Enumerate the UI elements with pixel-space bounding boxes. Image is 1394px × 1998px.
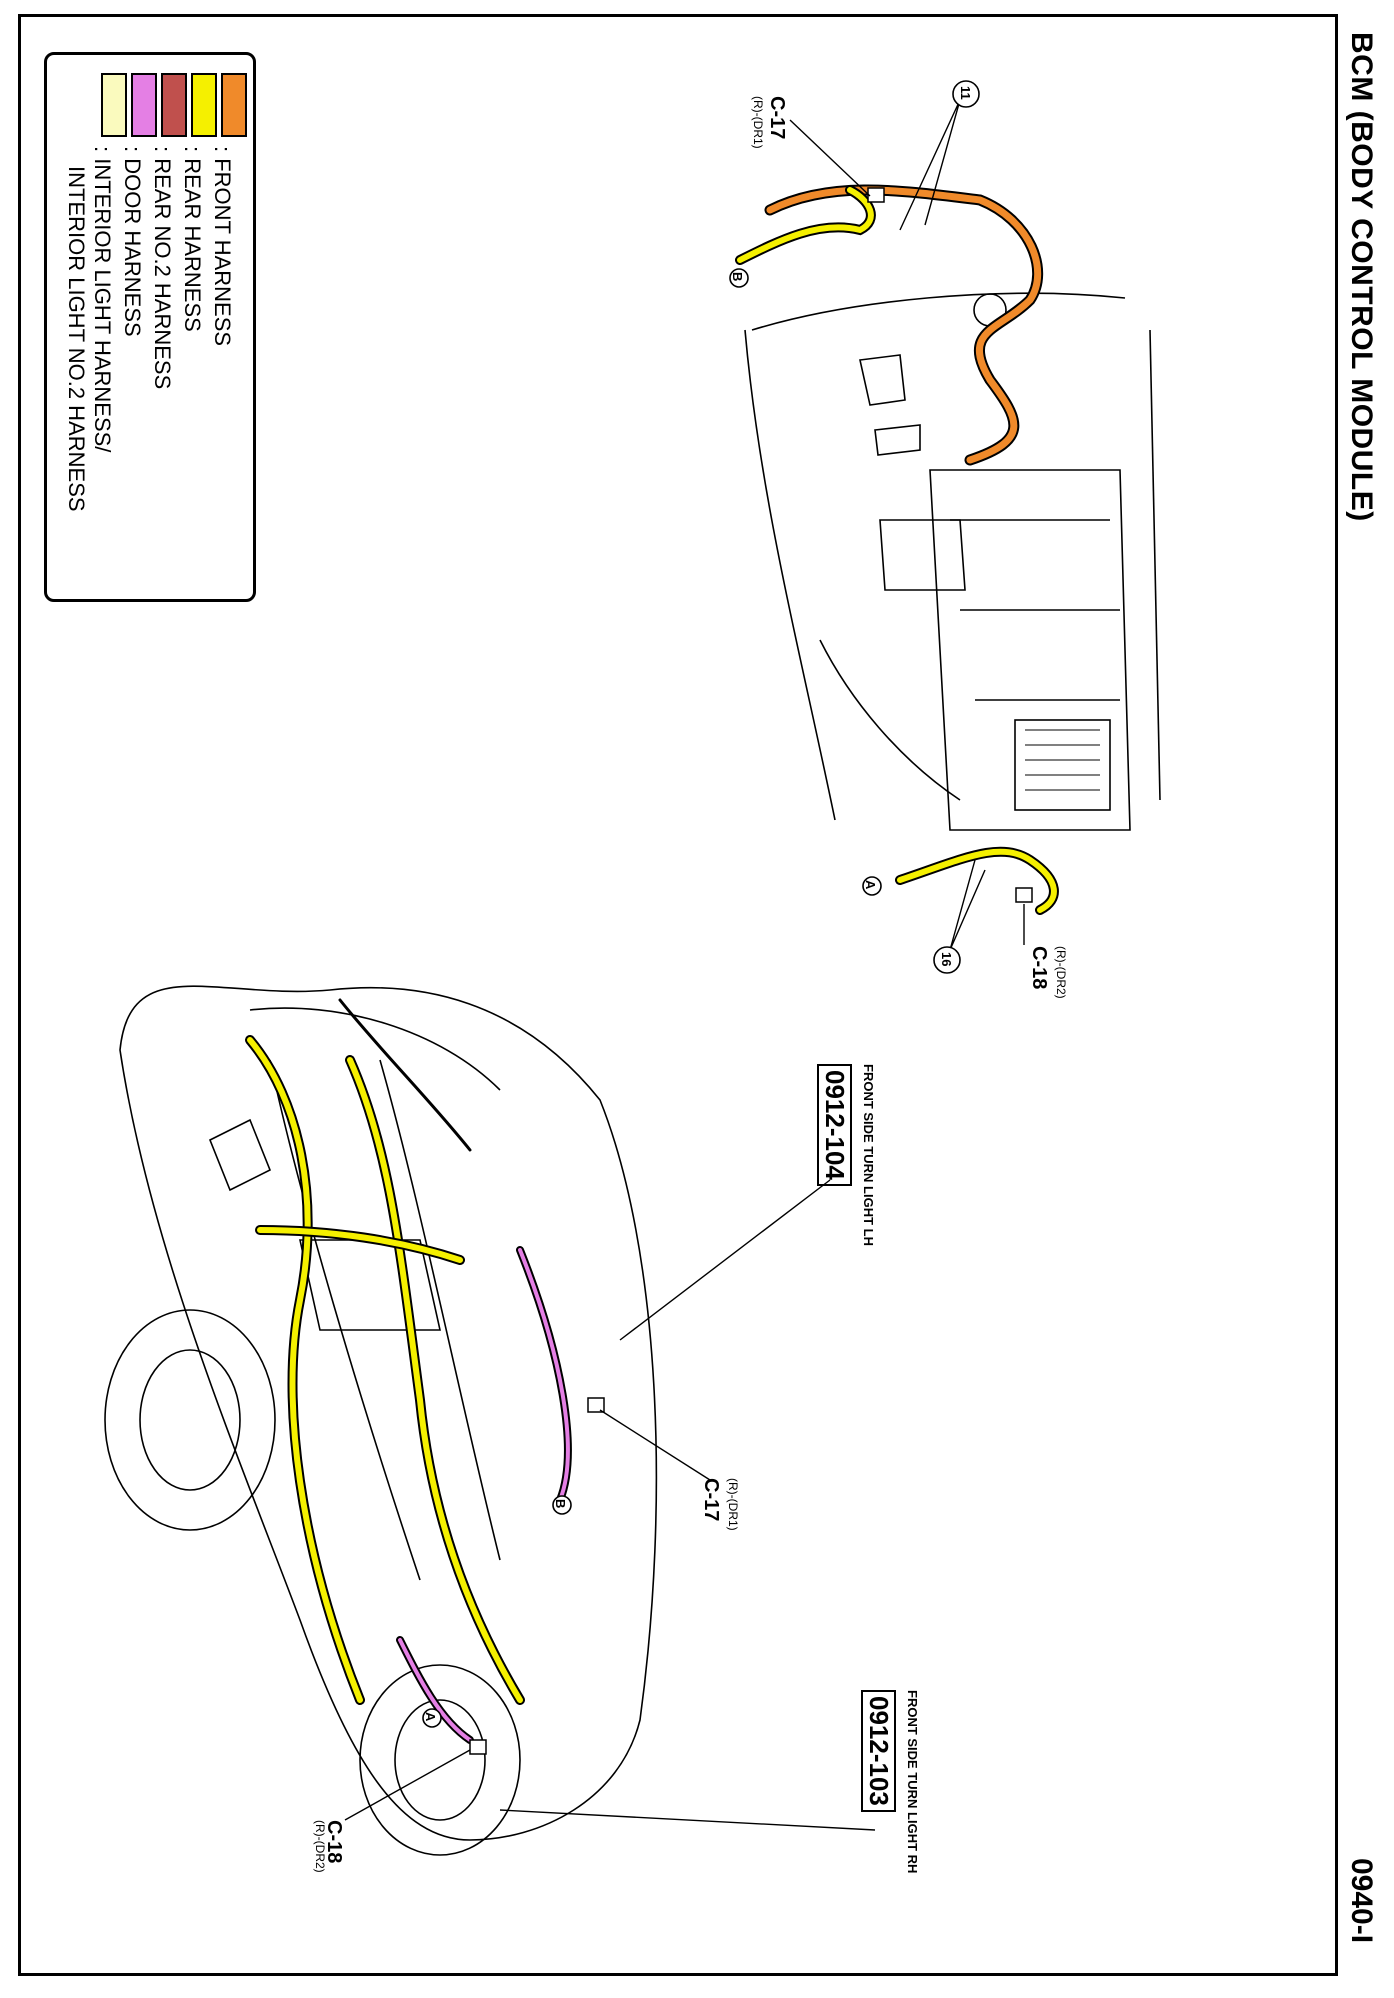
ref-lh-code[interactable]: 0912-104 — [817, 1064, 852, 1186]
dash-center-console — [929, 469, 1131, 831]
dash-vent-grille — [1014, 719, 1111, 811]
ref-16-label: 16 — [939, 952, 954, 967]
callout-c18-top: C-18 — [1028, 946, 1050, 990]
leader-lh — [619, 1179, 831, 1341]
legend-swatch-rear — [191, 73, 217, 137]
door-harness-route-2 — [398, 1638, 472, 1742]
callout-c17-car-sub: (R)-(DR1) — [726, 1478, 740, 1531]
mark-a-car-label: A — [423, 1712, 438, 1722]
mark-a-dash-label: A — [863, 880, 878, 890]
legend-swatch-door — [131, 73, 157, 137]
rear-harness-car-route-2 — [347, 1057, 523, 1703]
legend-swatch-interior-light — [101, 73, 127, 137]
ref-16-circle — [933, 946, 961, 974]
car-body-outline — [119, 985, 658, 1841]
connector-c17-top — [867, 187, 885, 203]
mark-b-dash — [729, 268, 749, 288]
front-harness-route — [766, 186, 1042, 464]
ref-11-circle — [952, 80, 980, 108]
connector-c17-car — [587, 1397, 605, 1413]
interior-light-harness-route — [338, 998, 472, 1152]
leader-rh — [499, 1809, 876, 1831]
door-harness-route-1 — [518, 1248, 570, 1502]
callout-c18-top-sub: (R)-(DR2) — [1054, 946, 1068, 999]
ref-rh-code[interactable]: 0912-103 — [861, 1690, 896, 1812]
callout-c17-top-sub: (R)-(DR1) — [751, 96, 765, 149]
connector-c18-car — [469, 1739, 487, 1755]
mark-b-car — [552, 1495, 572, 1515]
dash-outline-upper — [751, 292, 1126, 331]
page-frame — [18, 14, 1338, 1976]
rear-harness-dash-route-b — [737, 187, 874, 263]
ref-lh-title: FRONT SIDE TURN LIGHT LH — [861, 1064, 876, 1246]
rear-harness-dash-route-a — [897, 848, 1057, 913]
ref-rh-title: FRONT SIDE TURN LIGHT RH — [905, 1690, 920, 1874]
leader-ref11 — [899, 99, 961, 231]
mark-a-dash — [862, 876, 882, 896]
callout-c17-top: C-17 — [766, 96, 788, 140]
leader-ref16 — [949, 859, 986, 951]
front-wheel — [104, 1309, 276, 1531]
connector-c18-top — [1015, 887, 1033, 903]
leader-c18-car — [344, 1749, 471, 1821]
mark-b-dash-label: B — [730, 272, 745, 282]
callout-c18-car-sub: (R)-(DR2) — [313, 1820, 327, 1873]
legend-swatch-rear-no2 — [161, 73, 187, 137]
legend-swatch-front — [221, 73, 247, 137]
leader-c17-car — [599, 1409, 711, 1481]
ref-11-label: 11 — [958, 86, 973, 100]
mark-a-car — [422, 1708, 442, 1728]
rear-harness-car-route-1 — [247, 1037, 363, 1703]
callout-c17-car: C-17 — [700, 1478, 722, 1522]
rear-harness-car-cross — [257, 1227, 463, 1263]
leader-c17-top — [789, 119, 871, 197]
rear-wheel — [359, 1664, 521, 1856]
dash-pedal — [859, 354, 906, 406]
dash-outline-left — [744, 329, 836, 821]
harness-legend — [44, 52, 256, 602]
mark-b-car-label: B — [553, 1499, 568, 1509]
